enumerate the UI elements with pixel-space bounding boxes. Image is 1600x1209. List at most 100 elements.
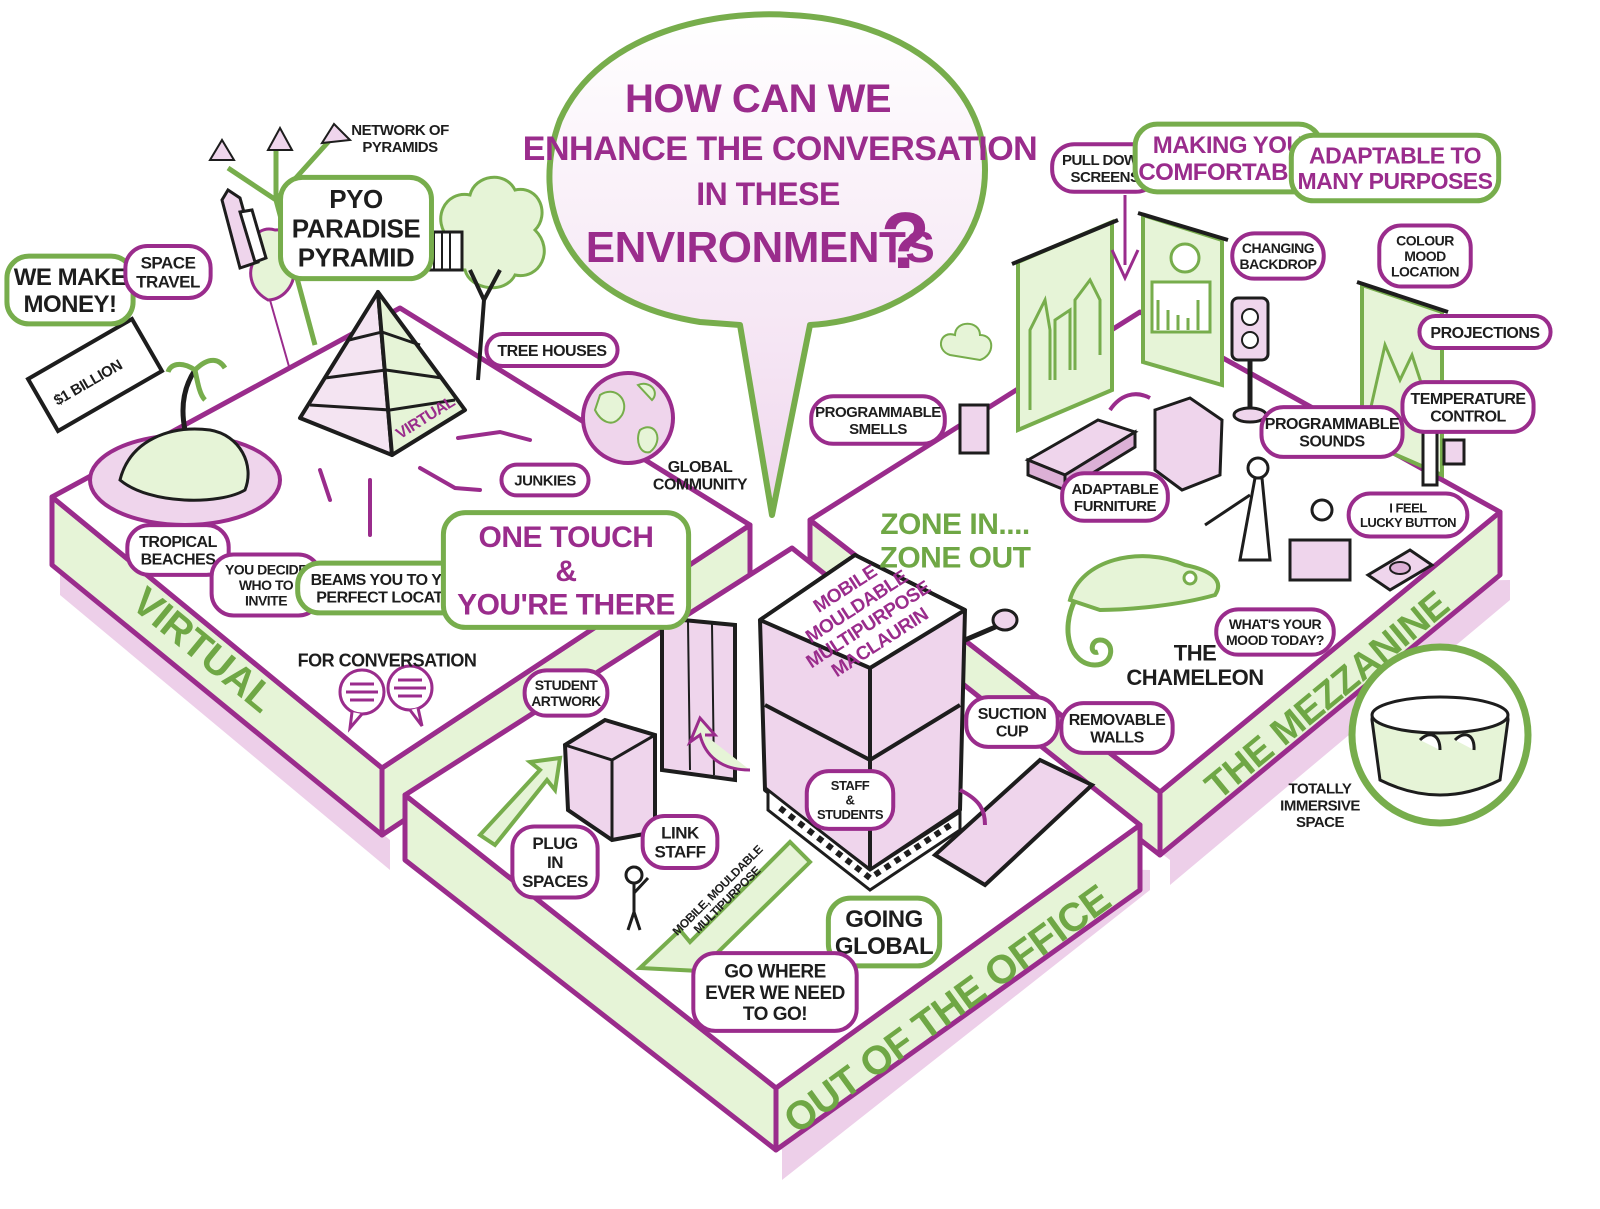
speech-bubble [809,394,947,446]
label-line: CHANGING [1242,240,1315,256]
speech-bubble [1377,223,1473,289]
label-line: YOU'RE THERE [457,588,675,621]
label-line: & [555,555,576,588]
label-line: PLUG [532,834,578,853]
title-line: ENHANCE THE CONVERSATION [523,130,1037,168]
label-line: CUP [996,724,1029,741]
small-pyramid-icon [320,122,353,145]
label-line: COMMUNITY [653,477,748,494]
speech-bubble [1230,231,1326,281]
label-line: GLOBAL [668,459,733,476]
speaker-icon [1230,296,1270,424]
label-line: IN [547,853,563,872]
speech-bubble [1346,491,1470,539]
label-line: BEAMS YOU TO YOUR [311,572,477,589]
suction-cup-icon [991,608,1019,632]
label-line: ARTWORK [531,693,601,709]
label-line: NETWORK OF [351,122,449,139]
label-line: TOTALLY [1289,781,1352,798]
mezzanine-illustrations [940,195,1532,827]
green-arrow-icon [476,755,563,848]
label-line: & [846,793,855,808]
speech-bubble [1400,380,1536,434]
globe-icon [581,371,675,465]
smell-diffuser-icon [940,322,993,455]
label-line: PULL DOWN [1062,152,1148,169]
removable-wall-icon [931,757,1096,888]
title-line: IN THESE [696,176,840,212]
label-line: MAKING YOU [1153,132,1304,159]
label-line: GO WHERE [724,962,826,983]
speech-bubble [278,174,434,282]
label-line: PROGRAMMABLE [1265,416,1400,433]
label-line: PERFECT LOCATION [316,590,469,607]
label-line: EVER WE NEED [705,983,845,1004]
label-line: SOUNDS [1299,434,1365,451]
one-touch-bubble: ONE TOUCH&YOU'RE THERE [440,510,692,630]
platform-top [49,305,753,771]
label-line: WALLS [1090,730,1144,747]
label-line: COMFORTABLE [1138,159,1318,186]
label-line: ZONE IN.... [880,508,1030,541]
label-line: WE MAKE [14,264,127,291]
label-line: ONE TOUCH [479,521,654,554]
label-line: TREE HOUSES [497,343,607,360]
label-line: MOOD TODAY? [1226,632,1324,648]
label-line: LOCATION [1391,264,1459,280]
label-line: SUCTION [978,706,1047,723]
lucky-button-icon [1365,548,1435,592]
label-line: IMMERSIVE [1280,797,1360,814]
cheque-icon: $1 BILLION [25,316,165,434]
speech-bubble [691,951,859,1033]
title-line: HOW CAN WE [625,77,891,121]
speech-bubble [1214,607,1336,657]
speech-bubble [510,824,600,900]
label-line: PYRAMID [298,242,414,272]
label-line: ADAPTABLE [1072,481,1159,498]
person-waving-icon [624,865,650,931]
small-pyramid-icon [266,125,294,151]
label-line: LINK [661,824,700,843]
speech-bubble [123,243,213,301]
label-line: CHAMELEON [1126,665,1263,690]
label-line: I FEEL [1389,500,1427,515]
label-line: JUNKIES [514,472,576,489]
label-line: SPACE [141,254,196,273]
label-line: COLOUR [1396,232,1454,248]
down-arrow-icon [1110,195,1140,282]
speech-bubble [1417,314,1553,350]
speech-bubble [1288,132,1502,204]
label-line: THE [1174,641,1217,666]
pointing-hands-icon [318,429,532,537]
label-line: PROGRAMMABLE [815,404,941,421]
label-line: ZONE OUT [880,542,1031,575]
label-line: REMOVABLE [1069,712,1166,729]
speech-bubble [499,462,591,498]
label-line: MANY PURPOSES [1297,168,1492,194]
label-line: PROJECTIONS [1430,325,1540,342]
sliding-panel-icon [660,615,751,783]
people-icon [1204,456,1352,582]
label-line: TEMPERATURE [1410,391,1526,408]
chameleon-icon [1065,554,1221,668]
